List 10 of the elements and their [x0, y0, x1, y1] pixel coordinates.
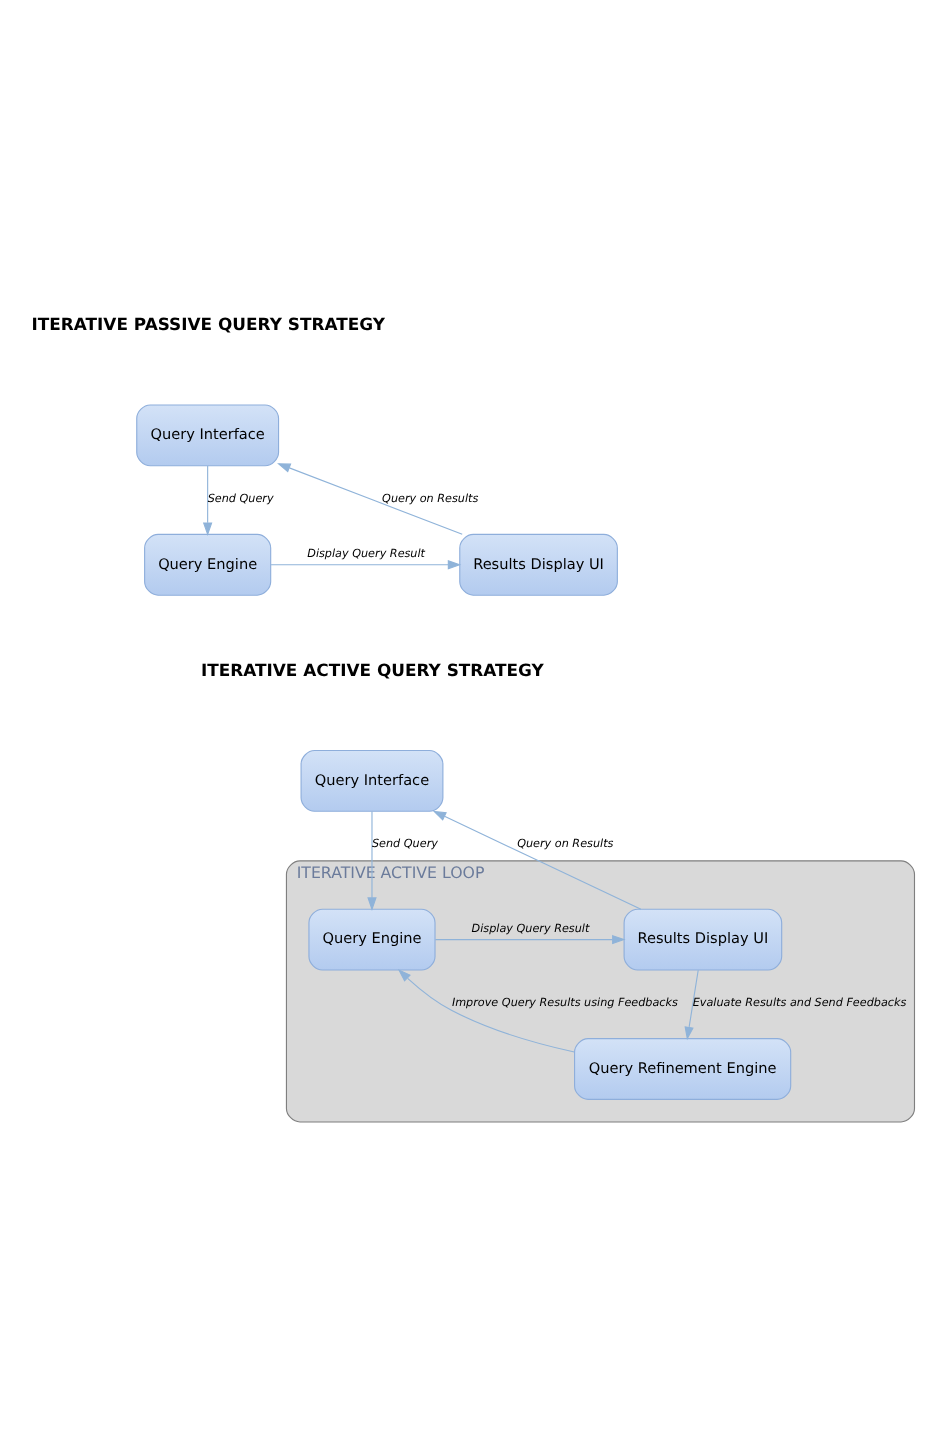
arrow	[683, 968, 698, 1040]
arrow	[201, 464, 212, 536]
arrow	[431, 809, 641, 909]
arrow	[269, 559, 461, 569]
arrow	[276, 462, 462, 534]
arrow	[396, 968, 574, 1052]
label: ITERATIVE PASSIVE QUERY STRATEGY	[30, 313, 384, 334]
arrow	[433, 933, 625, 944]
label: ITERATIVE ACTIVE QUERY STRATEGY	[199, 658, 543, 679]
arrow	[366, 809, 376, 910]
